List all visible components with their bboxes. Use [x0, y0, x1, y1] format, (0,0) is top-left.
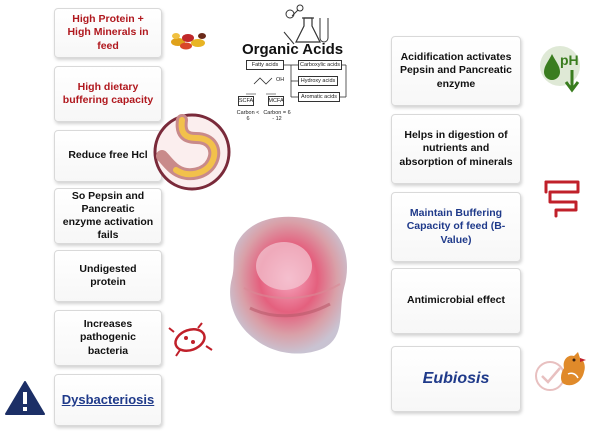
scfa-box: SCFA [238, 96, 254, 106]
card-pathogenic-bacteria: Increases pathogenic bacteria [54, 310, 162, 366]
card-acidification: Acidification activates Pepsin and Pancr… [391, 36, 521, 106]
intestine-icon [544, 180, 580, 218]
card-digestion-absorption: Helps in digestion of nutrients and abso… [391, 114, 521, 184]
card-dysbacteriosis: Dysbacteriosis [54, 374, 162, 426]
oh-label: OH [276, 77, 285, 83]
organic-acids-title: Organic Acids [242, 41, 344, 58]
fatty-acids-box: Fatty acids [246, 60, 284, 70]
acid-tree-lines [246, 64, 347, 98]
card-antimicrobial: Antimicrobial effect [391, 268, 521, 334]
card-eubiosis: Eubiosis [391, 346, 521, 412]
hen-check-icon [535, 352, 586, 391]
organic-acids-diagram: Organic Acids Fatty acids Carboxylic aci… [236, 4, 376, 134]
card-buffering-capacity: High dietary buffering capacity [54, 66, 162, 122]
warning-icon [5, 381, 45, 415]
carboxylic-acids-box: Carboxylic acids [298, 60, 342, 70]
carbon-mcfa-label: Carbon = 6 - 12 [263, 110, 291, 122]
card-high-protein: High Protein + High Minerals in feed [54, 8, 162, 58]
bacteria-icon [168, 322, 213, 357]
ph-drop-icon [540, 46, 580, 93]
mcfa-box: MCFA [268, 96, 284, 106]
tissue-illustration [230, 216, 347, 354]
beans-icon [171, 33, 206, 50]
card-maintain-buffering: Maintain Buffering Capacity of feed (B-V… [391, 192, 521, 262]
flask-icon [283, 4, 329, 45]
stomach-icon [153, 113, 231, 191]
carbon-scfa-label: Carbon < 6 [236, 110, 260, 122]
card-enzyme-fails: So Pepsin and Pancreatic enzyme activati… [54, 188, 162, 244]
aromatic-acids-box: Aromatic acids [298, 92, 340, 102]
card-reduce-hcl: Reduce free Hcl [54, 130, 162, 182]
card-undigested-protein: Undigested protein [54, 250, 162, 302]
hydroxy-acids-box: Hydroxy acids [298, 76, 338, 86]
ph-label: pH [560, 52, 579, 68]
